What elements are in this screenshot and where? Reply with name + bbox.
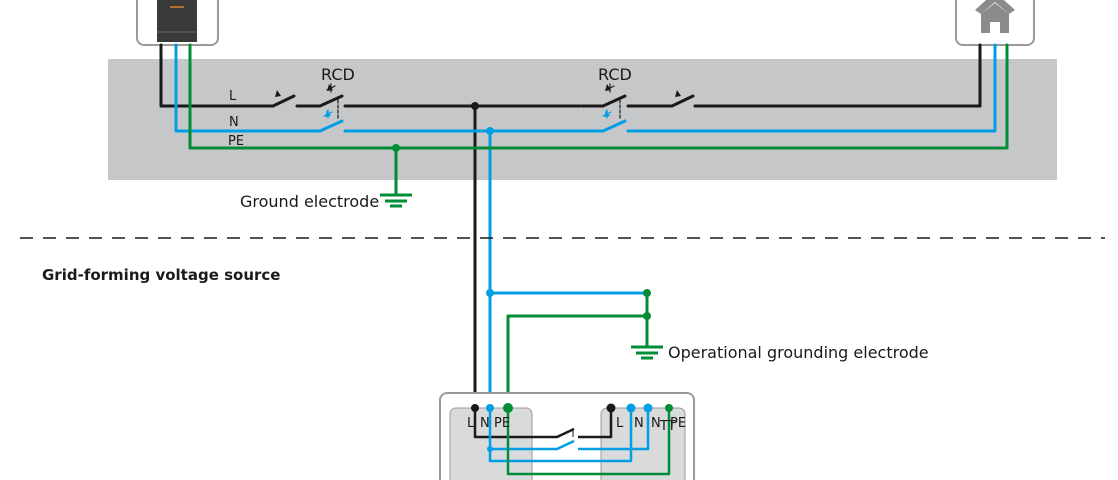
ground-symbol-icon (631, 345, 663, 360)
grid-forming-label: Grid-forming voltage source (42, 266, 280, 284)
line-L (159, 43, 982, 410)
ground-symbol-icon (380, 193, 412, 208)
ground-electrode-label: Ground electrode (240, 192, 379, 211)
distribution-band (108, 59, 1057, 180)
terminal-N: N (480, 416, 490, 431)
transfer-switch-device (439, 392, 695, 480)
house-icon (955, 0, 1035, 46)
label-N: N (229, 115, 239, 130)
terminal-L: L (467, 416, 475, 431)
terminal-PE: PE (494, 416, 510, 431)
terminal-PE-right: PE (670, 416, 686, 431)
line-N (174, 43, 997, 410)
label-L: L (229, 89, 237, 104)
terminal-L-right: L (616, 416, 624, 431)
terminal-N-right: N (634, 416, 644, 431)
label-PE: PE (228, 134, 244, 149)
terminal-NTT-sub: TT (659, 419, 676, 434)
inverter-device-icon (136, 0, 219, 46)
rcd-label-left: RCD (321, 65, 355, 84)
rcd-label-right: RCD (598, 65, 632, 84)
terminal-NTT: N (651, 416, 661, 431)
operational-ground-label: Operational grounding electrode (668, 343, 929, 362)
